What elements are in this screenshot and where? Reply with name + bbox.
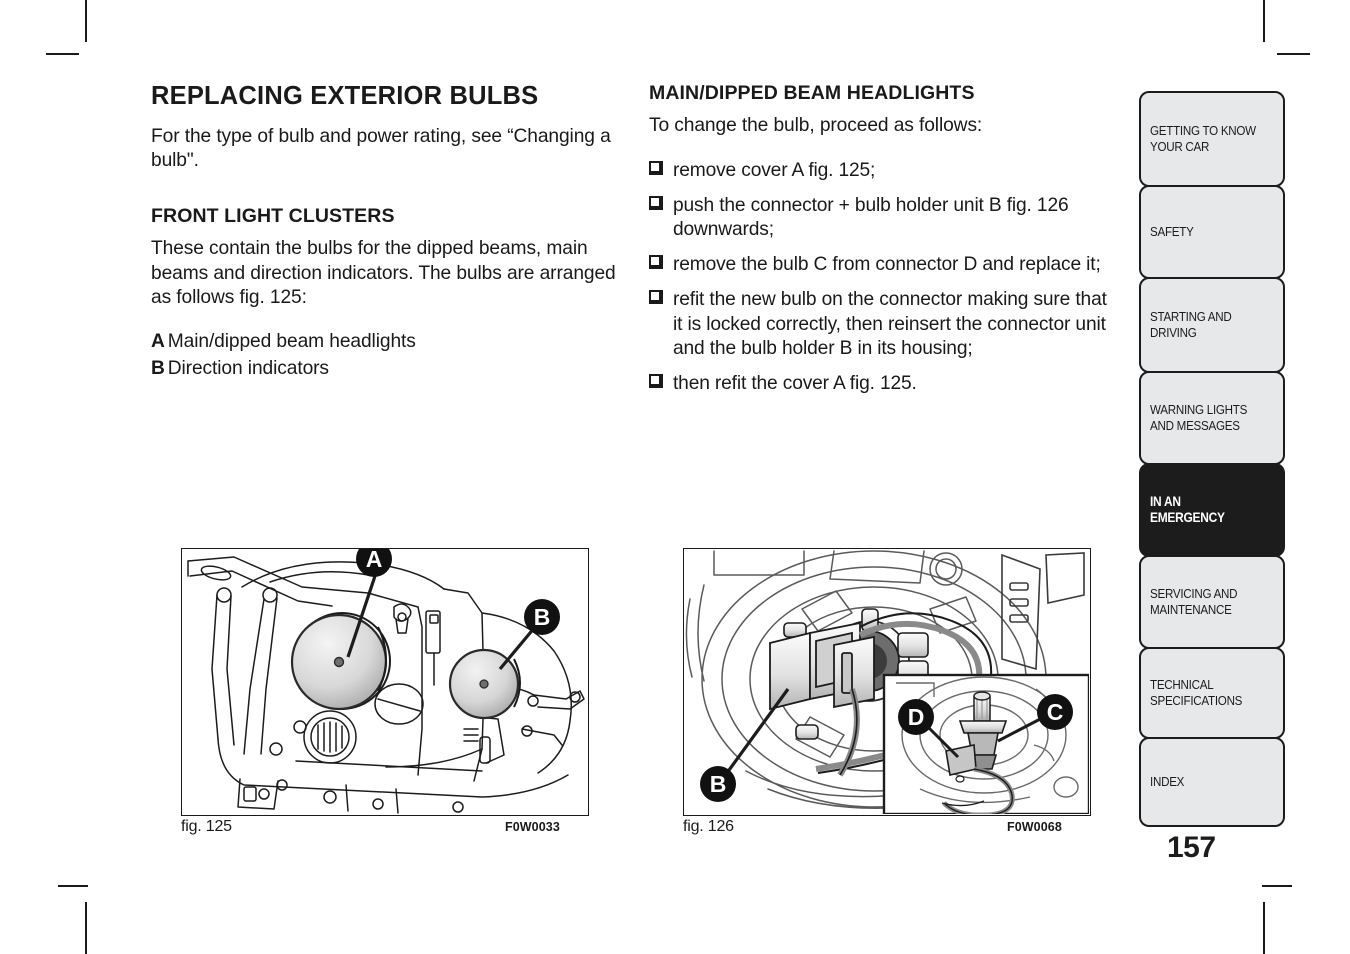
procedure-step-list: remove cover A fig. 125; push the connec… bbox=[649, 159, 1121, 397]
page-number: 157 bbox=[1167, 831, 1216, 864]
procedure-step-text: remove the bulb C from connector D and r… bbox=[673, 254, 1101, 276]
figure-126-image: D C B bbox=[683, 548, 1091, 816]
procedure-step: push the connector + bulb holder unit B … bbox=[649, 194, 1121, 242]
callout-letter-b2: B bbox=[710, 771, 727, 797]
procedure-step: remove cover A fig. 125; bbox=[649, 159, 1121, 183]
indicator-cover-b-shape bbox=[448, 648, 521, 720]
crop-mark-bottom-left-vertical bbox=[85, 902, 87, 954]
callout-marker-b2: B bbox=[700, 766, 736, 802]
procedure-step-text: push the connector + bulb holder unit B … bbox=[673, 194, 1069, 240]
sidebar-tab-index[interactable]: INDEX bbox=[1139, 737, 1285, 827]
right-text-column: MAIN/DIPPED BEAM HEADLIGHTS To change th… bbox=[649, 82, 1121, 396]
square-bullet-icon bbox=[649, 255, 663, 270]
square-bullet-icon bbox=[649, 373, 663, 388]
procedure-step: remove the bulb C from connector D and r… bbox=[649, 253, 1121, 277]
sidebar-tab-in-an-emergency[interactable]: IN AN EMERGENCY bbox=[1139, 463, 1285, 557]
square-bullet-icon bbox=[649, 160, 663, 175]
sidebar-tab-warning-lights-and-messages[interactable]: WARNING LIGHTS AND MESSAGES bbox=[1139, 371, 1285, 465]
sidebar-tab-label: IN AN EMERGENCY bbox=[1150, 493, 1225, 525]
figure-125-image: A B bbox=[181, 548, 589, 816]
sidebar-tab-label: SAFETY bbox=[1150, 224, 1194, 240]
crop-mark-bottom-right-horizontal bbox=[1262, 885, 1292, 887]
procedure-step: then refit the cover A fig. 125. bbox=[649, 372, 1121, 396]
sidebar-tab-label: GETTING TO KNOW YOUR CAR bbox=[1150, 123, 1256, 154]
sidebar-tab-label: WARNING LIGHTS AND MESSAGES bbox=[1150, 402, 1248, 433]
procedure-step-text: then refit the cover A fig. 125. bbox=[673, 372, 917, 394]
crop-mark-top-right-vertical bbox=[1263, 0, 1265, 42]
front-light-clusters-body: These contain the bulbs for the dipped b… bbox=[151, 238, 616, 308]
sidebar-tab-label: INDEX bbox=[1150, 774, 1185, 790]
callout-letter-c: C bbox=[1047, 699, 1064, 725]
callout-marker-a: A bbox=[356, 549, 392, 577]
crop-mark-bottom-left-horizontal bbox=[58, 885, 88, 887]
spacer bbox=[151, 193, 623, 205]
procedure-step-text: refit the new bulb on the connector maki… bbox=[673, 289, 1107, 359]
front-light-clusters-heading: FRONT LIGHT CLUSTERS bbox=[151, 204, 395, 227]
sidebar-tab-label: STARTING AND DRIVING bbox=[1150, 309, 1232, 340]
crop-mark-bottom-right-vertical bbox=[1263, 902, 1265, 954]
section-tab-sidebar: GETTING TO KNOW YOUR CAR SAFETY STARTING… bbox=[1139, 91, 1285, 827]
sidebar-tab-starting-and-driving[interactable]: STARTING AND DRIVING bbox=[1139, 277, 1285, 373]
procedure-step-text: remove cover A fig. 125; bbox=[673, 159, 876, 181]
callout-marker-c: C bbox=[1037, 694, 1073, 730]
crop-mark-top-left-horizontal bbox=[46, 53, 79, 55]
page-title: REPLACING EXTERIOR BULBS bbox=[151, 82, 539, 110]
sidebar-tab-servicing-and-maintenance[interactable]: SERVICING AND MAINTENANCE bbox=[1139, 555, 1285, 649]
callout-letter-d: D bbox=[908, 704, 925, 730]
key-letter-a: A bbox=[151, 330, 165, 352]
procedure-step: refit the new bulb on the connector maki… bbox=[649, 288, 1121, 361]
callout-letter-b: B bbox=[534, 604, 551, 630]
callout-marker-b: B bbox=[524, 599, 560, 635]
headlight-cover-a-shape bbox=[290, 612, 392, 711]
intro-paragraph: For the type of bulb and power rating, s… bbox=[151, 125, 611, 171]
figure-126-caption: fig. 126 bbox=[683, 818, 734, 835]
crop-mark-top-right-horizontal bbox=[1277, 53, 1310, 55]
sidebar-tab-technical-specifications[interactable]: TECHNICAL SPECIFICATIONS bbox=[1139, 647, 1285, 739]
left-text-column: REPLACING EXTERIOR BULBS For the type of… bbox=[151, 82, 623, 385]
sidebar-tab-label: SERVICING AND MAINTENANCE bbox=[1150, 586, 1238, 617]
square-bullet-icon bbox=[649, 290, 663, 305]
figure-126-code: F0W0068 bbox=[1007, 820, 1062, 834]
sidebar-tab-safety[interactable]: SAFETY bbox=[1139, 185, 1285, 279]
key-text-a: Main/dipped beam headlights bbox=[167, 330, 416, 352]
callout-letter-a: A bbox=[366, 549, 383, 572]
main-dipped-beam-heading: MAIN/DIPPED BEAM HEADLIGHTS bbox=[649, 82, 975, 104]
key-letter-b: B bbox=[151, 358, 165, 380]
crop-mark-top-left-vertical bbox=[85, 0, 87, 42]
procedure-intro: To change the bulb, proceed as follows: bbox=[649, 115, 983, 137]
inset-detail-panel: D C bbox=[882, 673, 1089, 814]
square-bullet-icon bbox=[649, 195, 663, 210]
figure-125-code: F0W0033 bbox=[505, 820, 560, 834]
sidebar-tab-getting-to-know-your-car[interactable]: GETTING TO KNOW YOUR CAR bbox=[1139, 91, 1285, 187]
key-text-b: Direction indicators bbox=[167, 358, 329, 380]
figure-125-caption: fig. 125 bbox=[181, 818, 232, 835]
callout-marker-d: D bbox=[898, 699, 934, 735]
sidebar-tab-label: TECHNICAL SPECIFICATIONS bbox=[1150, 677, 1243, 708]
